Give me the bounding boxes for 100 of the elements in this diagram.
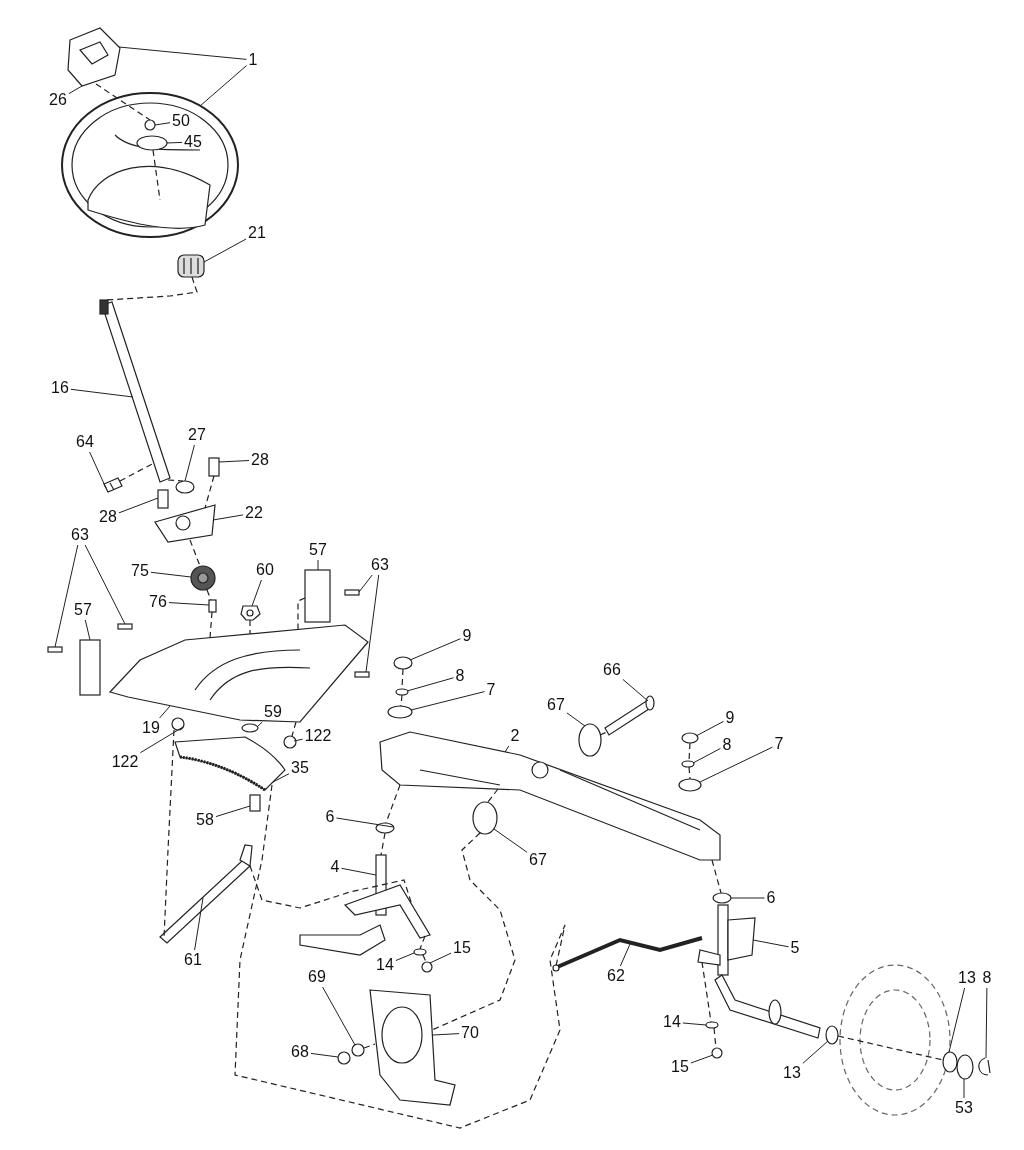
leader-line (89, 451, 107, 489)
leader-line (68, 85, 83, 95)
callout-number: 67 (528, 851, 548, 869)
leader-line (752, 939, 789, 948)
dashed-assembly-line (419, 935, 426, 950)
washer (351, 1043, 365, 1057)
leader-line (409, 638, 461, 661)
washer (175, 480, 195, 494)
callout-number: 28 (98, 508, 118, 526)
leader-line (293, 738, 304, 742)
bolt (249, 794, 261, 812)
leader-line (690, 1054, 714, 1064)
callout-number: 68 (290, 1043, 310, 1061)
leader-line (84, 544, 126, 625)
washer (712, 892, 732, 904)
dashed-assembly-line (249, 619, 251, 635)
callout-number: 45 (183, 133, 203, 151)
callout-number: 7 (773, 735, 785, 753)
callout-number: 28 (250, 451, 270, 469)
leader-line (218, 460, 250, 463)
leader-line (985, 987, 988, 1059)
callout-number: 14 (662, 1013, 682, 1031)
dashed-assembly-line (297, 597, 306, 630)
callout-number: 14 (375, 956, 395, 974)
callout-number: 122 (303, 727, 333, 745)
dashed-assembly-line (209, 611, 213, 639)
leader-line (194, 897, 204, 951)
dashed-assembly-line (189, 539, 201, 567)
dashed-assembly-line (599, 731, 608, 736)
cap (393, 656, 413, 670)
rod (159, 844, 253, 944)
callout-number: 57 (73, 601, 93, 619)
leader-line (272, 773, 290, 783)
callout-number: 57 (308, 541, 328, 559)
callout-number: 22 (244, 504, 264, 522)
dashed-assembly-line (291, 721, 297, 737)
dashed-assembly-line (688, 766, 691, 780)
leader-line (139, 726, 184, 754)
leader-line (70, 388, 134, 398)
dashed-assembly-line (363, 1043, 376, 1049)
leader-line (365, 574, 380, 673)
callout-number: 26 (48, 91, 68, 109)
washer (387, 705, 413, 719)
washer (472, 801, 498, 835)
callout-number: 53 (954, 1099, 974, 1117)
washer (942, 1051, 958, 1073)
nut (144, 119, 156, 131)
leader-line (948, 987, 966, 1053)
leader-line (317, 559, 319, 571)
callout-number: 60 (255, 561, 275, 579)
pin (103, 477, 123, 493)
callout-number: 9 (724, 709, 736, 727)
leader-line (256, 721, 263, 728)
leader-line (166, 141, 183, 144)
callout-number: 19 (141, 719, 161, 737)
callout-number: 16 (50, 379, 70, 397)
steering-plate (108, 624, 369, 723)
callout-number: 1 (247, 51, 259, 69)
leader-line (118, 46, 247, 60)
bolt (47, 646, 63, 653)
nut (171, 717, 185, 731)
leader-line (619, 943, 631, 967)
bolt (604, 695, 655, 736)
leader-line (341, 867, 377, 876)
callout-number: 67 (546, 696, 566, 714)
leader-line (493, 828, 528, 853)
dashed-assembly-line (204, 475, 215, 509)
bracket (304, 569, 331, 623)
hub-cap (67, 27, 121, 87)
spindle (299, 854, 431, 956)
plate (369, 989, 456, 1106)
leader-line (566, 712, 586, 727)
clip (978, 1057, 991, 1076)
callout-number: 6 (765, 889, 777, 907)
callout-number: 9 (461, 627, 473, 645)
callout-number: 15 (670, 1058, 690, 1076)
callout-number: 63 (370, 556, 390, 574)
leader-line (212, 514, 244, 521)
dashed-assembly-line (380, 832, 386, 856)
callout-number: 21 (247, 224, 267, 242)
leader-line (692, 747, 721, 764)
callout-number: 64 (75, 433, 95, 451)
bolt (344, 589, 360, 596)
dashed-assembly-line (249, 865, 413, 909)
dashed-assembly-line (711, 859, 722, 894)
leader-line (802, 1040, 829, 1064)
leader-line (215, 805, 251, 818)
leader-line (322, 986, 356, 1046)
leader-line (203, 238, 247, 263)
dashed-assembly-line (487, 788, 499, 803)
leader-line (150, 571, 192, 578)
cap (681, 732, 699, 744)
leader-line (184, 444, 195, 482)
leader-line (410, 691, 485, 711)
spindle (697, 904, 821, 1039)
leader-line (336, 817, 394, 828)
leader-line (251, 579, 262, 607)
pinion-gear (190, 565, 216, 591)
bolt (157, 489, 169, 509)
bolt (354, 671, 370, 678)
